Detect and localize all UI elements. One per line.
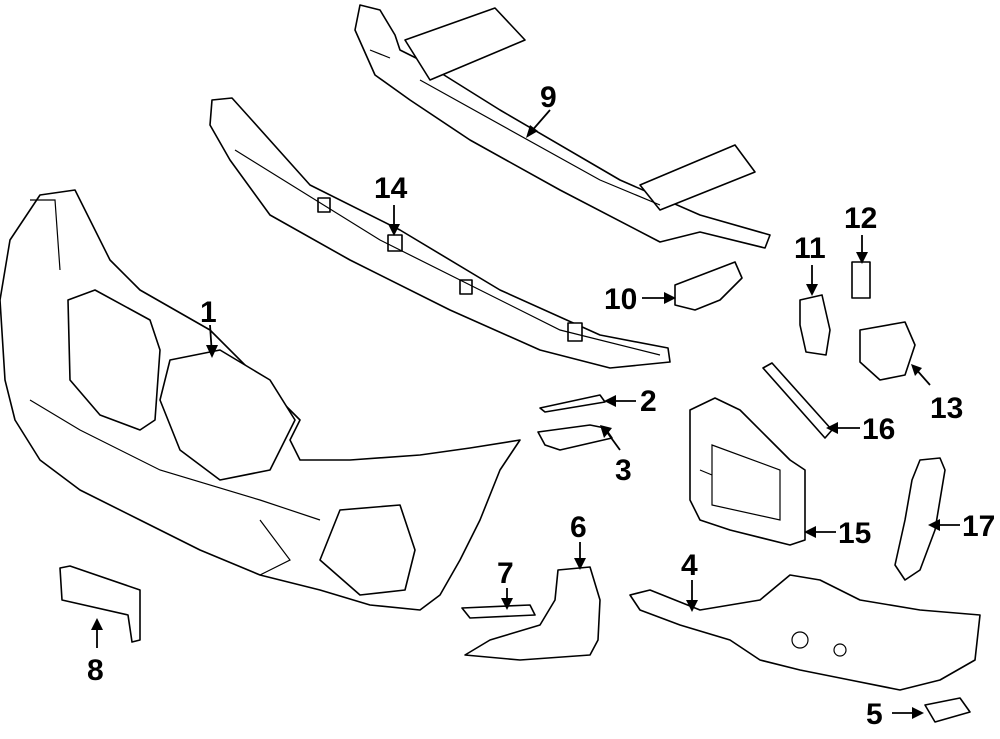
callout-16: 16 — [826, 413, 895, 446]
callout-2: 2 — [604, 385, 657, 418]
part-10-bracket[interactable] — [674, 261, 743, 311]
part-2-bracket[interactable] — [539, 394, 606, 413]
part-6-bracket[interactable] — [464, 566, 601, 661]
callout-3-label: 3 — [615, 454, 632, 487]
callout-4-label: 4 — [681, 549, 698, 582]
part-3-bracket[interactable] — [537, 424, 613, 451]
callout-12: 12 — [844, 202, 877, 264]
callout-17-label: 17 — [962, 510, 995, 543]
part-9-bumper-reinforcement[interactable] — [354, 4, 771, 249]
callout-13-label: 13 — [930, 392, 963, 425]
callout-10-label: 10 — [604, 283, 637, 316]
part-1-bumper-cover[interactable] — [0, 189, 521, 611]
callout-7: 7 — [497, 557, 514, 610]
callout-15-label: 15 — [838, 517, 871, 550]
part-5-bracket[interactable] — [924, 697, 971, 723]
callout-12-label: 12 — [844, 202, 877, 235]
callout-13: 13 — [911, 364, 963, 425]
callout-8: 8 — [87, 618, 104, 687]
callout-7-label: 7 — [497, 557, 514, 590]
callout-14: 14 — [374, 172, 408, 236]
callout-1-label: 1 — [200, 296, 217, 329]
part-7-plate[interactable] — [461, 604, 536, 619]
callout-14-label: 14 — [374, 172, 408, 205]
part-8-bracket[interactable] — [59, 565, 141, 643]
part-13-bracket[interactable] — [859, 321, 916, 381]
callout-4: 4 — [681, 549, 698, 612]
part-16-strip[interactable] — [762, 362, 833, 439]
part-14-energy-absorber[interactable] — [209, 97, 671, 369]
callout-8-label: 8 — [87, 654, 104, 687]
callout-15: 15 — [804, 517, 871, 550]
part-4-lower-support[interactable] — [629, 574, 981, 691]
part-15-radiator-support[interactable] — [689, 397, 806, 546]
callout-5-label: 5 — [866, 698, 883, 731]
callout-6-label: 6 — [570, 511, 587, 544]
callout-6: 6 — [570, 511, 587, 570]
callout-3: 3 — [600, 425, 632, 487]
callout-16-label: 16 — [862, 413, 895, 446]
part-11-bracket[interactable] — [799, 294, 831, 356]
callout-9: 9 — [526, 81, 557, 138]
callout-9-label: 9 — [540, 81, 557, 114]
callout-10: 10 — [604, 283, 676, 316]
callout-5: 5 — [866, 698, 924, 731]
callout-11-label: 11 — [794, 232, 826, 265]
callout-17: 17 — [928, 510, 995, 543]
callout-1: 1 — [200, 296, 218, 358]
callout-2-label: 2 — [640, 385, 657, 418]
part-17-side-trim[interactable] — [894, 457, 946, 581]
callout-11: 11 — [794, 232, 826, 296]
part-12-clip[interactable] — [851, 261, 871, 299]
